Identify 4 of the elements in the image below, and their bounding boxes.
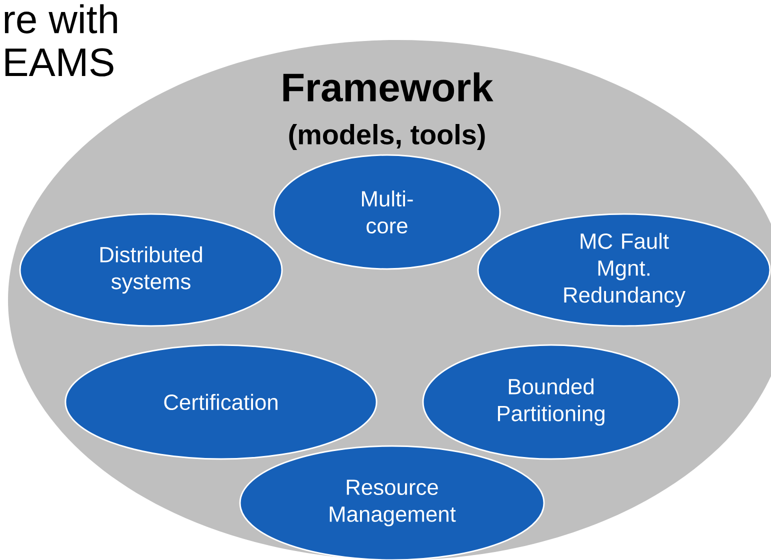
- slide-text: re with: [4, 4, 117, 34]
- subtitle: (models, tools): [289, 124, 485, 150]
- title-heading: Framework: [283, 72, 494, 102]
- slide-text: EAMS: [5, 48, 114, 76]
